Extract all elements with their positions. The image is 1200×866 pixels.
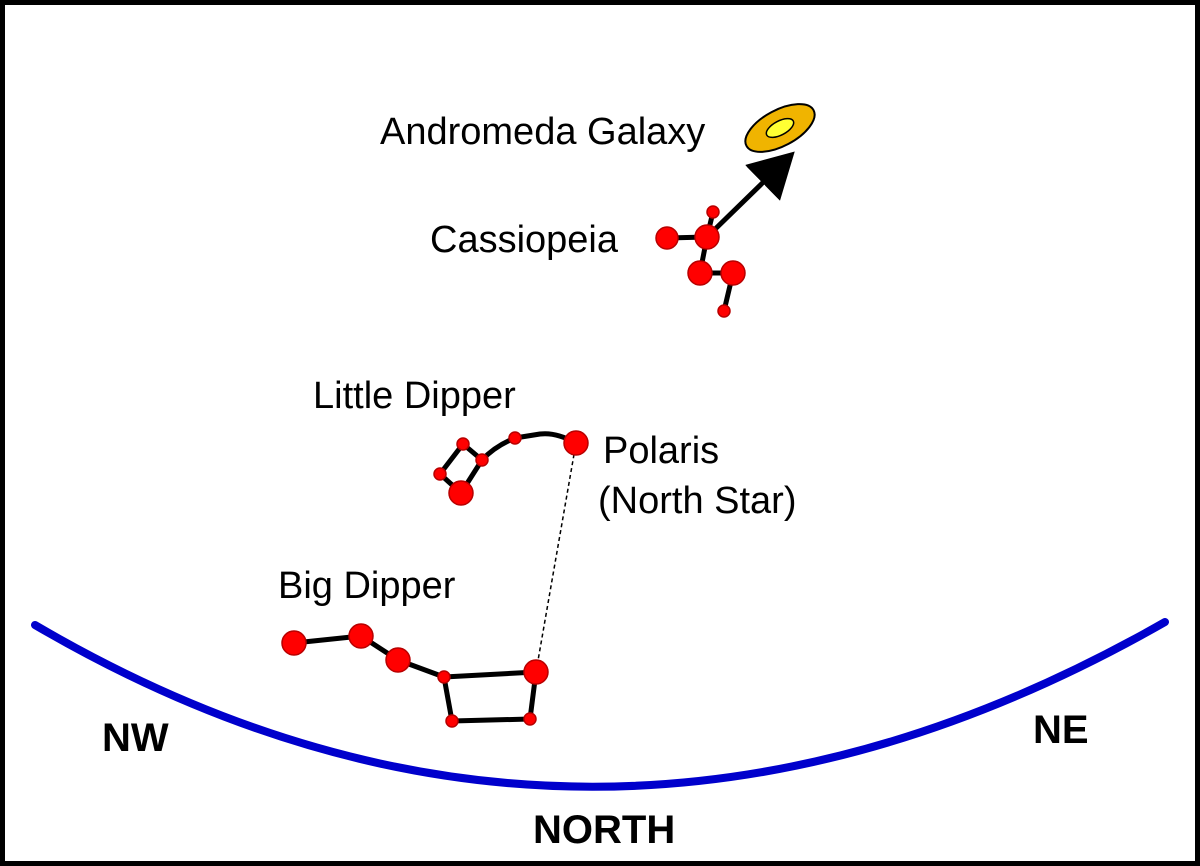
direction-north: NORTH [533,808,675,852]
little-dipper-star [433,467,447,481]
big-dipper-star [523,659,549,685]
big-dipper-star [348,623,374,649]
andromeda-arrow [705,151,795,239]
little-dipper-constellation [433,430,589,506]
andromeda-galaxy-icon [744,103,816,153]
cassiopeia-constellation [655,205,746,318]
big-dipper-label: Big Dipper [278,565,456,607]
cassiopeia-star [694,224,720,250]
cassiopeia-star [655,226,679,250]
polaris-star [563,430,589,456]
little-dipper-star [508,431,522,445]
polaris-label: Polaris [603,430,719,472]
big-dipper-star [445,714,459,728]
little-dipper-star [448,480,474,506]
big-dipper-constellation [281,623,549,728]
polaris-pointer-line [535,442,577,673]
andromeda-galaxy-label: Andromeda Galaxy [380,111,705,153]
cassiopeia-label: Cassiopeia [430,219,619,261]
cassiopeia-star [706,205,720,219]
big-dipper-star [385,647,411,673]
big-dipper-star [281,630,307,656]
little-dipper-star [456,437,470,451]
cassiopeia-star [720,260,746,286]
big-dipper-star [437,670,451,684]
sky-chart-svg: Andromeda Galaxy Cassiopeia Little Dippe… [31,103,1169,852]
cassiopeia-star [717,304,731,318]
cassiopeia-star [687,260,713,286]
little-dipper-star [475,453,489,467]
horizon-arc [31,618,1169,791]
little-dipper-label: Little Dipper [313,375,516,417]
direction-nw: NW [102,716,169,760]
direction-ne: NE [1033,708,1089,752]
north-star-label: (North Star) [598,480,796,522]
big-dipper-star [523,712,537,726]
